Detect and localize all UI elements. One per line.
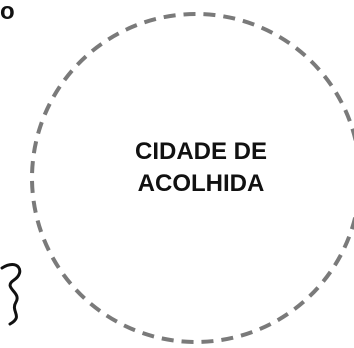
cropped-edge-letter: o [0, 0, 15, 25]
node-label: CIDADE DE ACOLHIDA [134, 138, 267, 197]
squiggle-icon [0, 263, 22, 326]
